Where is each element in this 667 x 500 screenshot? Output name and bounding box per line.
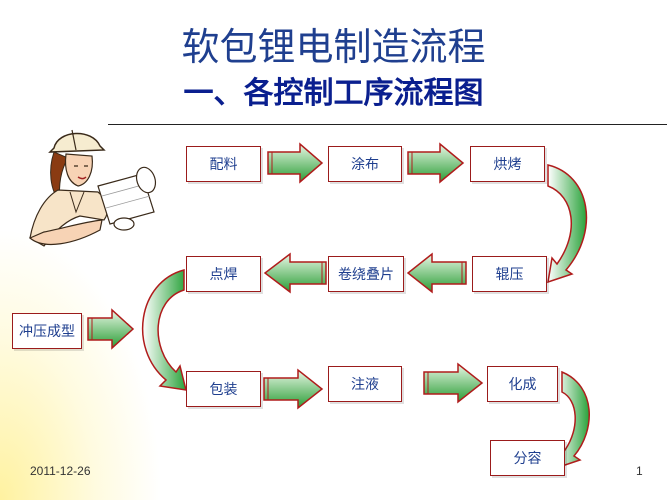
arrow-tubu-to-hongkao bbox=[407, 142, 465, 184]
arrow-peiliao-to-tubu bbox=[267, 142, 324, 184]
step-fenrong: 分容 bbox=[490, 440, 565, 476]
step-baozhuang: 包装 bbox=[186, 371, 261, 407]
slide-title: 软包锂电制造流程 bbox=[181, 25, 486, 69]
step-dianhan: 点焊 bbox=[186, 256, 261, 292]
curve-dianhan-to-baozhuang bbox=[142, 269, 188, 391]
curve-huacheng-to-fenrong bbox=[555, 370, 590, 470]
footer-date: 2011-12-26 bbox=[30, 464, 91, 478]
step-tubu: 涂布 bbox=[328, 146, 402, 182]
step-gunya: 辊压 bbox=[472, 256, 547, 292]
step-chongya: 冲压成型 bbox=[12, 313, 82, 349]
title-divider bbox=[108, 124, 667, 125]
footer-page-number: 1 bbox=[636, 464, 643, 478]
arrow-juanrao-to-dianhan bbox=[263, 252, 327, 294]
step-peiliao: 配料 bbox=[186, 146, 261, 182]
arrow-chongya-to-right bbox=[87, 308, 135, 350]
step-zhuye: 注液 bbox=[328, 366, 402, 402]
step-hongkao: 烘烤 bbox=[470, 146, 545, 182]
curve-hongkao-to-gunya bbox=[547, 164, 588, 284]
arrow-gunya-to-juanrao bbox=[406, 252, 467, 294]
engineer-illustration bbox=[28, 129, 157, 247]
arrow-zhuye-to-huacheng bbox=[423, 362, 484, 404]
slide-subtitle: 一、各控制工序流程图 bbox=[183, 76, 484, 111]
arrow-baozhuang-to-zhuye bbox=[263, 368, 324, 410]
step-juanrao: 卷绕叠片 bbox=[328, 256, 404, 292]
step-huacheng: 化成 bbox=[487, 366, 558, 402]
